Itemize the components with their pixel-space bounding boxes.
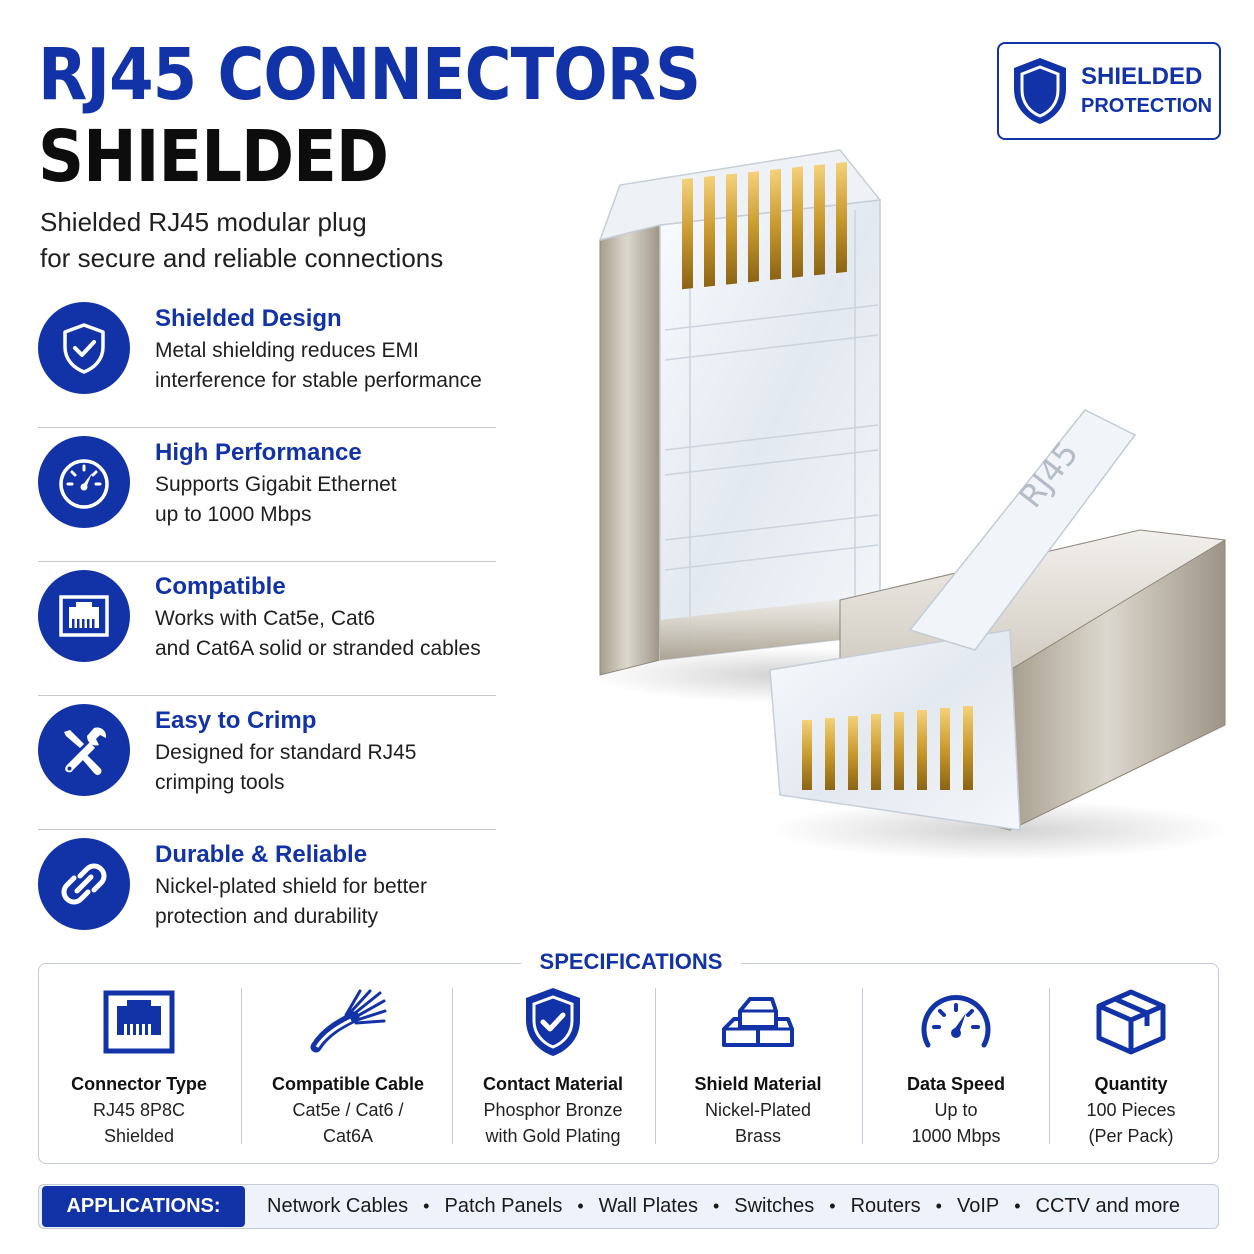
shielded-protection-badge: SHIELDED PROTECTION (997, 42, 1221, 140)
feature-title: Durable & Reliable (155, 841, 368, 868)
shield-check-icon (1014, 58, 1066, 124)
cable-wires-icon (310, 989, 387, 1053)
bullet-separator: • (935, 1196, 942, 1216)
divider (862, 988, 863, 1144)
feature-item: High Performance Supports Gigabit Ethern… (38, 428, 496, 562)
spec-value: Cat5e / Cat6 / (292, 1100, 404, 1120)
divider (241, 988, 242, 1144)
spec-value: Cat6A (322, 1126, 374, 1146)
feature-title: Easy to Crimp (155, 707, 317, 734)
feature-list: Shielded Design Metal shielding reduces … (38, 294, 496, 964)
bullet-separator: • (577, 1196, 584, 1216)
spec-contact-material: Contact Material Phosphor Bronze with Go… (454, 985, 652, 1146)
speedometer-icon (921, 995, 991, 1048)
feature-description: and Cat6A solid or stranded cables (155, 637, 481, 660)
gold-contacts (802, 706, 973, 790)
feature-title: Compatible (155, 573, 286, 600)
feature-description: interference for stable performance (155, 369, 482, 392)
feature-title: Shielded Design (155, 305, 342, 332)
spec-label: Quantity (1094, 1074, 1168, 1094)
feature-description: up to 1000 Mbps (155, 503, 312, 526)
bullet-separator: • (423, 1196, 430, 1216)
spec-label: Compatible Cable (271, 1074, 425, 1094)
spec-label: Contact Material (482, 1074, 624, 1094)
divider (1049, 988, 1050, 1144)
feature-item: Durable & Reliable Nickel-plated shield … (38, 830, 496, 964)
bullet-separator: • (829, 1196, 836, 1216)
spec-value: Shielded (103, 1126, 175, 1146)
subtitle: Shielded RJ45 modular plug for secure an… (40, 204, 443, 276)
applications-list: Network Cables • Patch Panels • Wall Pla… (267, 1195, 1180, 1218)
spec-compatible-cable: Compatible Cable Cat5e / Cat6 / Cat6A (244, 985, 452, 1146)
spec-label: Data Speed (906, 1074, 1006, 1094)
spec-value: Nickel-Plated (704, 1100, 812, 1120)
divider (655, 988, 656, 1144)
spec-data-speed: Data Speed Up to 1000 Mbps (864, 985, 1048, 1146)
feature-description: Nickel-plated shield for better (155, 875, 427, 898)
applications-bar: APPLICATIONS: Network Cables • Patch Pan… (38, 1184, 1219, 1229)
bullet-separator: • (1014, 1196, 1021, 1216)
feature-description: Works with Cat5e, Cat6 (155, 607, 376, 630)
speedometer-icon (59, 459, 109, 509)
subtitle-line: for secure and reliable connections (40, 243, 444, 273)
feature-item: Shielded Design Metal shielding reduces … (38, 294, 496, 428)
ethernet-port-icon (59, 595, 109, 637)
spec-label: Connector Type (71, 1074, 207, 1094)
spec-value: RJ45 8P8C (92, 1100, 186, 1120)
spec-value: Phosphor Bronze (483, 1100, 623, 1120)
shield-check-icon (526, 988, 580, 1056)
connector-upright (598, 149, 882, 676)
application-item: Network Cables (267, 1195, 409, 1217)
application-item: Routers (850, 1195, 921, 1217)
bullet-separator: • (712, 1196, 720, 1216)
spec-value: (Per Pack) (1088, 1126, 1174, 1146)
divider (452, 988, 453, 1144)
metal-bars-icon (722, 997, 794, 1047)
spec-value: with Gold Plating (485, 1126, 621, 1146)
applications-label: APPLICATIONS: (42, 1186, 245, 1227)
wrench-icon (64, 727, 107, 776)
gold-contacts (682, 161, 847, 290)
application-item: Wall Plates (598, 1195, 698, 1217)
spec-quantity: Quantity 100 Pieces (Per Pack) (1050, 985, 1212, 1146)
feature-description: crimping tools (155, 771, 285, 794)
chain-link-icon (61, 863, 107, 905)
spec-value: 100 Pieces (1086, 1100, 1176, 1120)
badge-line: SHIELDED (1081, 63, 1203, 90)
feature-description: Supports Gigabit Ethernet (155, 473, 397, 496)
connector-lying: RJ45 (769, 409, 1226, 831)
spec-connector-type: Connector Type RJ45 8P8C Shielded (40, 985, 238, 1146)
spec-value: 1000 Mbps (911, 1126, 1001, 1146)
spec-value: Up to (934, 1100, 978, 1120)
spec-value: Brass (734, 1126, 781, 1146)
feature-item: Easy to Crimp Designed for standard RJ45… (38, 696, 496, 830)
application-item: CCTV and more (1035, 1195, 1181, 1217)
shield-check-icon (63, 323, 105, 374)
specifications-title: SPECIFICATIONS (521, 948, 741, 976)
spec-label: Shield Material (694, 1074, 822, 1094)
page-title-secondary: SHIELDED (38, 116, 389, 199)
application-item: Patch Panels (444, 1195, 563, 1217)
subtitle-line: Shielded RJ45 modular plug (40, 207, 367, 237)
application-item: VoIP (956, 1195, 1000, 1217)
page-title: RJ45 CONNECTORS (38, 34, 701, 117)
feature-description: Metal shielding reduces EMI (155, 339, 419, 362)
feature-description: protection and durability (155, 905, 378, 928)
spec-shield-material: Shield Material Nickel-Plated Brass (658, 985, 858, 1146)
feature-item: Compatible Works with Cat5e, Cat6 and Ca… (38, 562, 496, 696)
application-item: Switches (734, 1195, 815, 1217)
feature-description: Designed for standard RJ45 (155, 741, 417, 764)
ethernet-port-icon (103, 990, 175, 1054)
box-icon (1096, 989, 1166, 1055)
feature-title: High Performance (155, 439, 362, 466)
badge-line: PROTECTION (1081, 95, 1213, 117)
product-photo: RJ45 (590, 149, 1230, 860)
